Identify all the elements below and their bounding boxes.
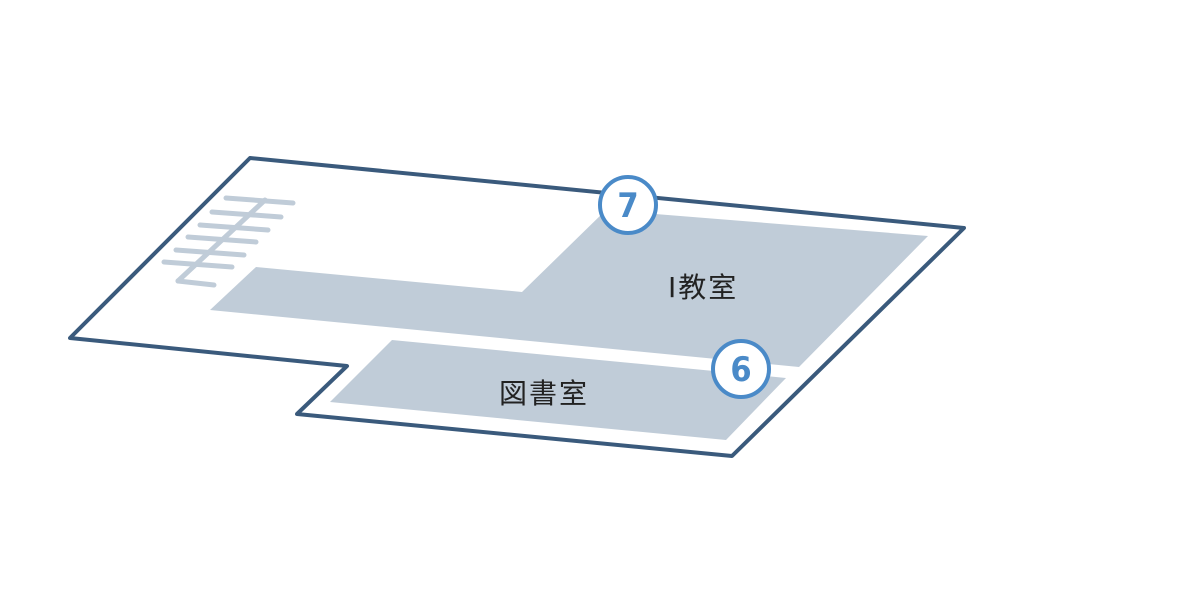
marker-6-circle [711,339,771,399]
marker-6[interactable]: 6 [711,339,771,399]
room-classroom-area [210,210,928,367]
room-label-library: 図書室 [499,377,589,410]
marker-7-label: 7 [617,186,638,226]
room-library-area [330,340,786,440]
marker-7-circle [598,175,658,235]
room-label-classroom: I教室 [668,271,738,304]
marker-7[interactable]: 7 [598,175,658,235]
stairs-icon [161,195,296,288]
marker-6-label: 6 [730,350,751,390]
